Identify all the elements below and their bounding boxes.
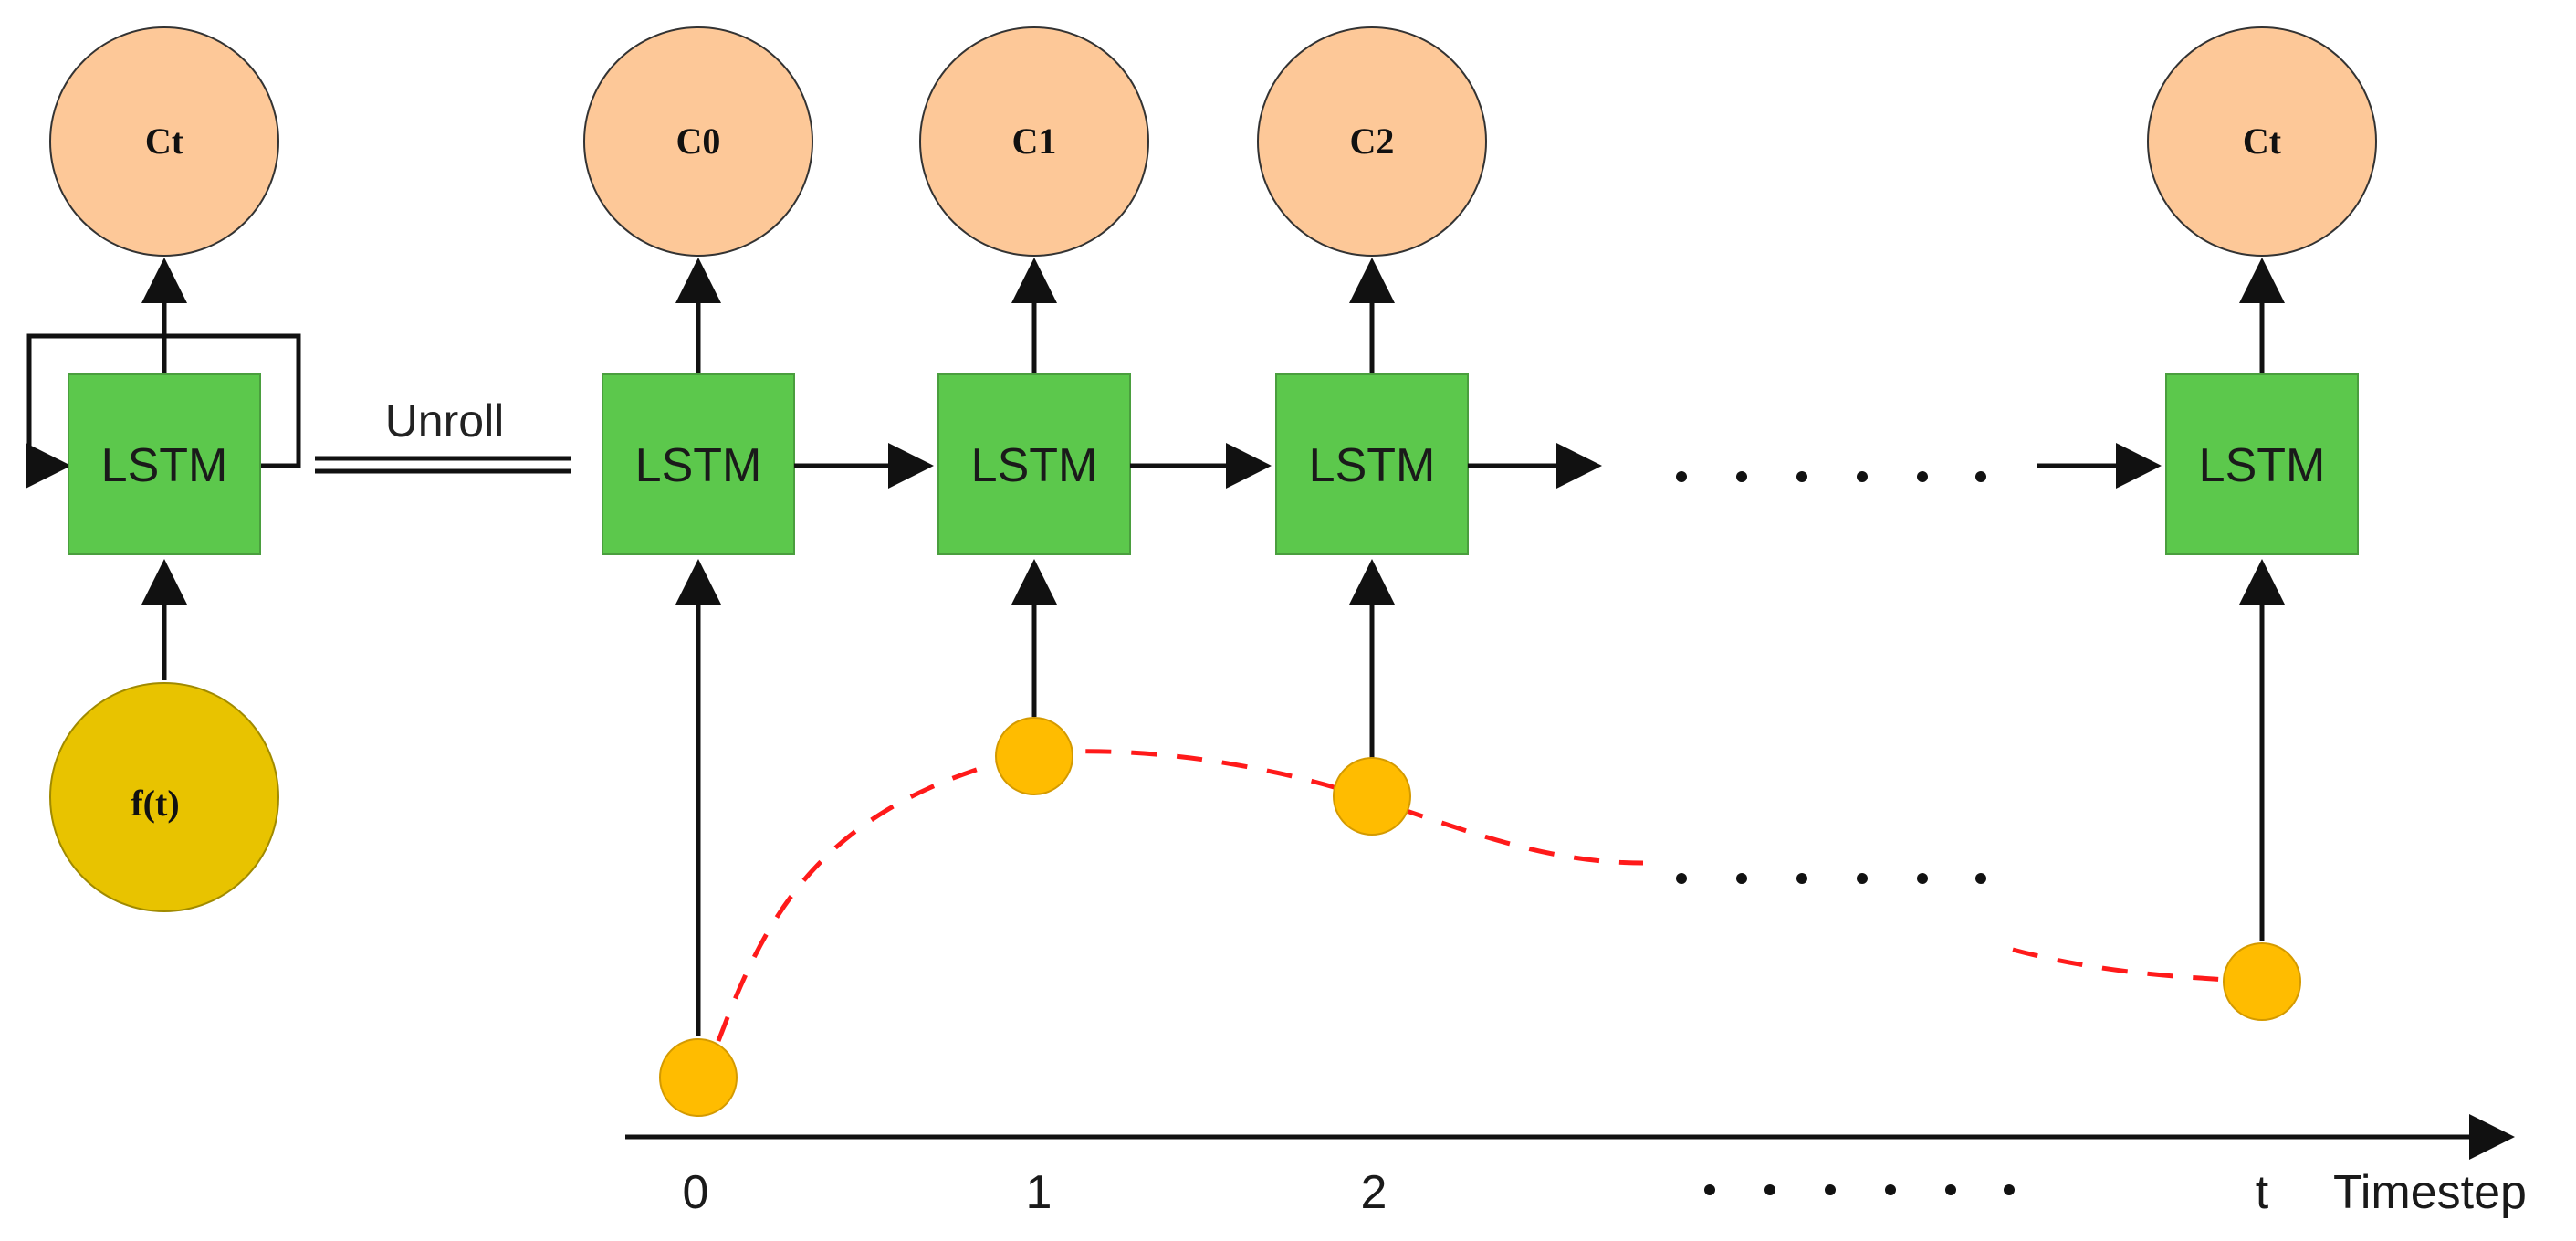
lstm-label-c2: LSTM — [1309, 439, 1436, 492]
axis-tick-t: t — [2256, 1166, 2269, 1219]
output-label-ct: Ct — [2243, 121, 2282, 162]
unroll-label: Unroll — [385, 395, 505, 447]
lstm-label-ct: LSTM — [2199, 439, 2326, 492]
rolled-lstm: Ct LSTM f(t) — [26, 26, 301, 912]
axis-tick-2: 2 — [1361, 1166, 1387, 1219]
axis-tick-0: 0 — [683, 1166, 709, 1219]
rolled-input-node — [49, 682, 279, 912]
lstm-box-c1 — [937, 373, 1131, 555]
output-label-c2: C2 — [1350, 121, 1395, 162]
data-point-t — [2223, 942, 2301, 1021]
lstm-box-c2 — [1275, 373, 1469, 555]
lstm-label-c0: LSTM — [635, 439, 762, 492]
rolled-lstm-label: LSTM — [101, 439, 228, 492]
rolled-lstm-box — [68, 373, 261, 555]
ellipsis-middle — [1676, 873, 1986, 884]
data-point-1 — [995, 717, 1073, 795]
output-node-c1 — [919, 26, 1149, 257]
unrolled-cell-0: C0 LSTM — [583, 26, 813, 1036]
axis-tick-1: 1 — [1026, 1166, 1052, 1219]
data-point-0 — [659, 1038, 738, 1117]
data-point-2 — [1333, 757, 1411, 836]
unrolled-cell-2: C2 LSTM — [1257, 26, 1487, 758]
lstm-label-c1: LSTM — [971, 439, 1098, 492]
lstm-box-ct — [2165, 373, 2359, 555]
unroll-connector: Unroll — [315, 395, 571, 474]
ellipsis-top — [1676, 471, 1986, 482]
output-node-c0 — [583, 26, 813, 257]
output-label-c1: C1 — [1012, 121, 1057, 162]
ellipsis-axis — [1704, 1184, 2015, 1195]
axis-label-timestep: Timestep — [2333, 1166, 2527, 1219]
unrolled-cell-t: Ct LSTM — [2147, 26, 2377, 941]
trend-curve-segment-1 — [716, 749, 1644, 1042]
output-label-c0: C0 — [676, 121, 721, 162]
rolled-input-label: f(t) — [131, 783, 179, 824]
output-node-c2 — [1257, 26, 1487, 257]
rolled-output-label: Ct — [145, 121, 184, 162]
rolled-output-node — [49, 26, 279, 257]
recurrent-loop-arrow — [26, 333, 301, 489]
unrolled-cell-1: C1 LSTM — [919, 26, 1149, 717]
output-node-ct — [2147, 26, 2377, 257]
